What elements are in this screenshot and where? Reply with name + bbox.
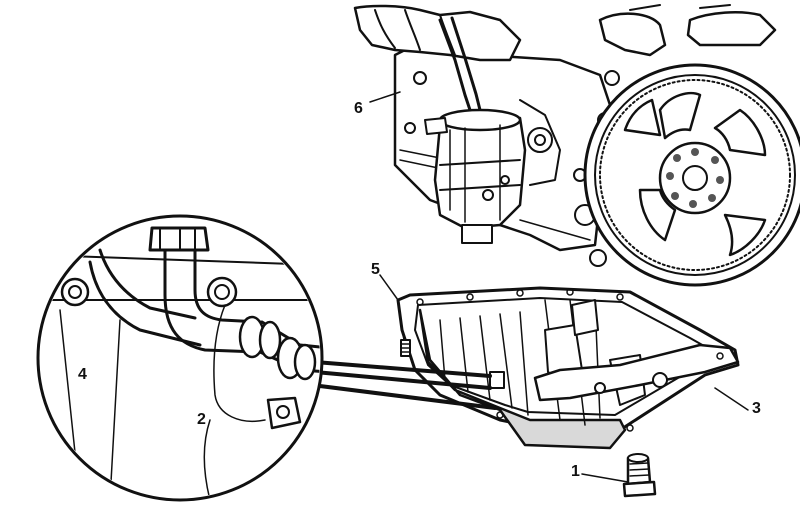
detail-magnifier [36,214,324,502]
callout-4: 4 [78,366,87,383]
callout-6: 6 [354,100,363,117]
callout-5: 5 [371,261,380,278]
bolt-5 [400,339,411,357]
leader-6 [369,91,401,103]
leader-1 [581,473,629,483]
callout-1: 1 [571,463,580,480]
flywheel [583,63,800,287]
magnifier-connector [310,360,497,410]
oil-filter-housing [424,108,527,244]
leader-5 [379,274,405,341]
oil-pan [396,286,740,450]
leader-3 [714,387,749,411]
callout-2: 2 [197,411,206,428]
bolt-1 [622,453,657,498]
callout-3: 3 [752,400,761,417]
